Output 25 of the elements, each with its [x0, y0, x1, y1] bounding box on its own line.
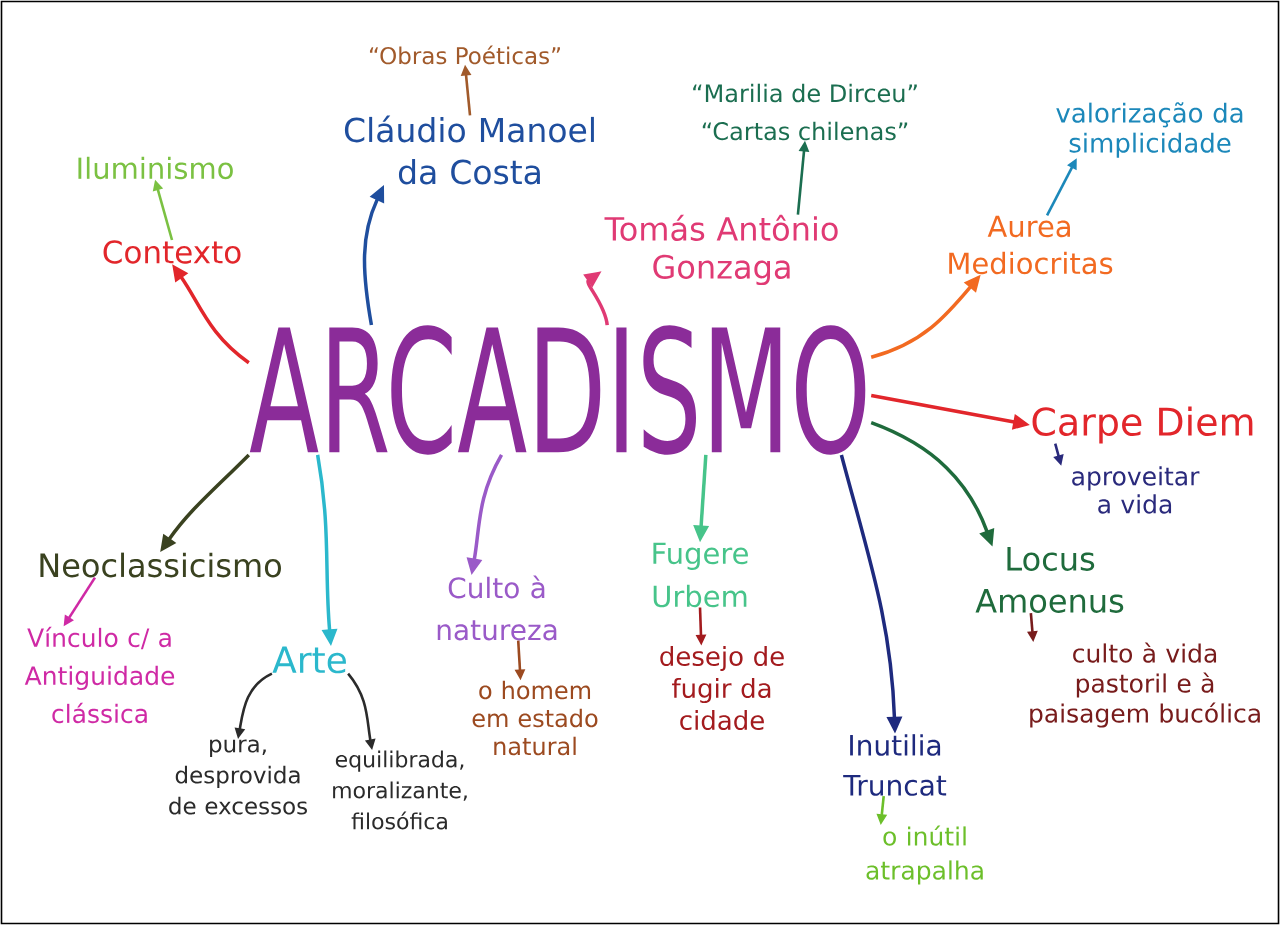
branch-topic: Inutilia Truncat [843, 734, 947, 796]
detail-text: valorização da simplicidade [1056, 102, 1243, 158]
detail-text: o inútil atrapalha [866, 825, 983, 885]
detail-text: Iluminismo [78, 156, 233, 180]
arrow [583, 271, 609, 326]
branch-topic: Arte [272, 646, 346, 674]
detail-text: culto à vida pastoril e à paisagem bucólica [1030, 642, 1260, 728]
branch-topic: Tomás Antônio Gonzaga [604, 214, 838, 286]
detail-text: desejo de fugir da cidade [660, 645, 784, 731]
branch-topic: Locus Amoenus [975, 547, 1124, 613]
detail-text: equilibrada, moralizante, filosófica [333, 750, 467, 830]
detail-text: “Obras Poéticas” [369, 45, 560, 65]
detail-text: o homem em estado natural [472, 680, 598, 756]
branch-topic: Neoclassicismo [40, 552, 281, 578]
detail-text: “Marilia de Dirceu” “Cartas chilenas” [693, 83, 917, 141]
central-topic: ARCADISMO [249, 325, 866, 455]
branch-topic: Contexto [103, 240, 241, 264]
detail-text: Vínculo c/ a Antiguidade clássica [24, 626, 175, 724]
branch-topic: Fugere Urbem [653, 542, 748, 608]
branch-topic: Cláudio Manoel da Costa [344, 115, 594, 185]
branch-topic: Culto à natureza [437, 575, 557, 641]
detail-text: aproveitar a vida [1072, 466, 1200, 514]
branch-topic: Aurea Mediocritas [949, 215, 1113, 275]
detail-text: pura, desprovida de excessos [169, 739, 307, 815]
branch-topic: Carpe Diem [1032, 406, 1253, 444]
